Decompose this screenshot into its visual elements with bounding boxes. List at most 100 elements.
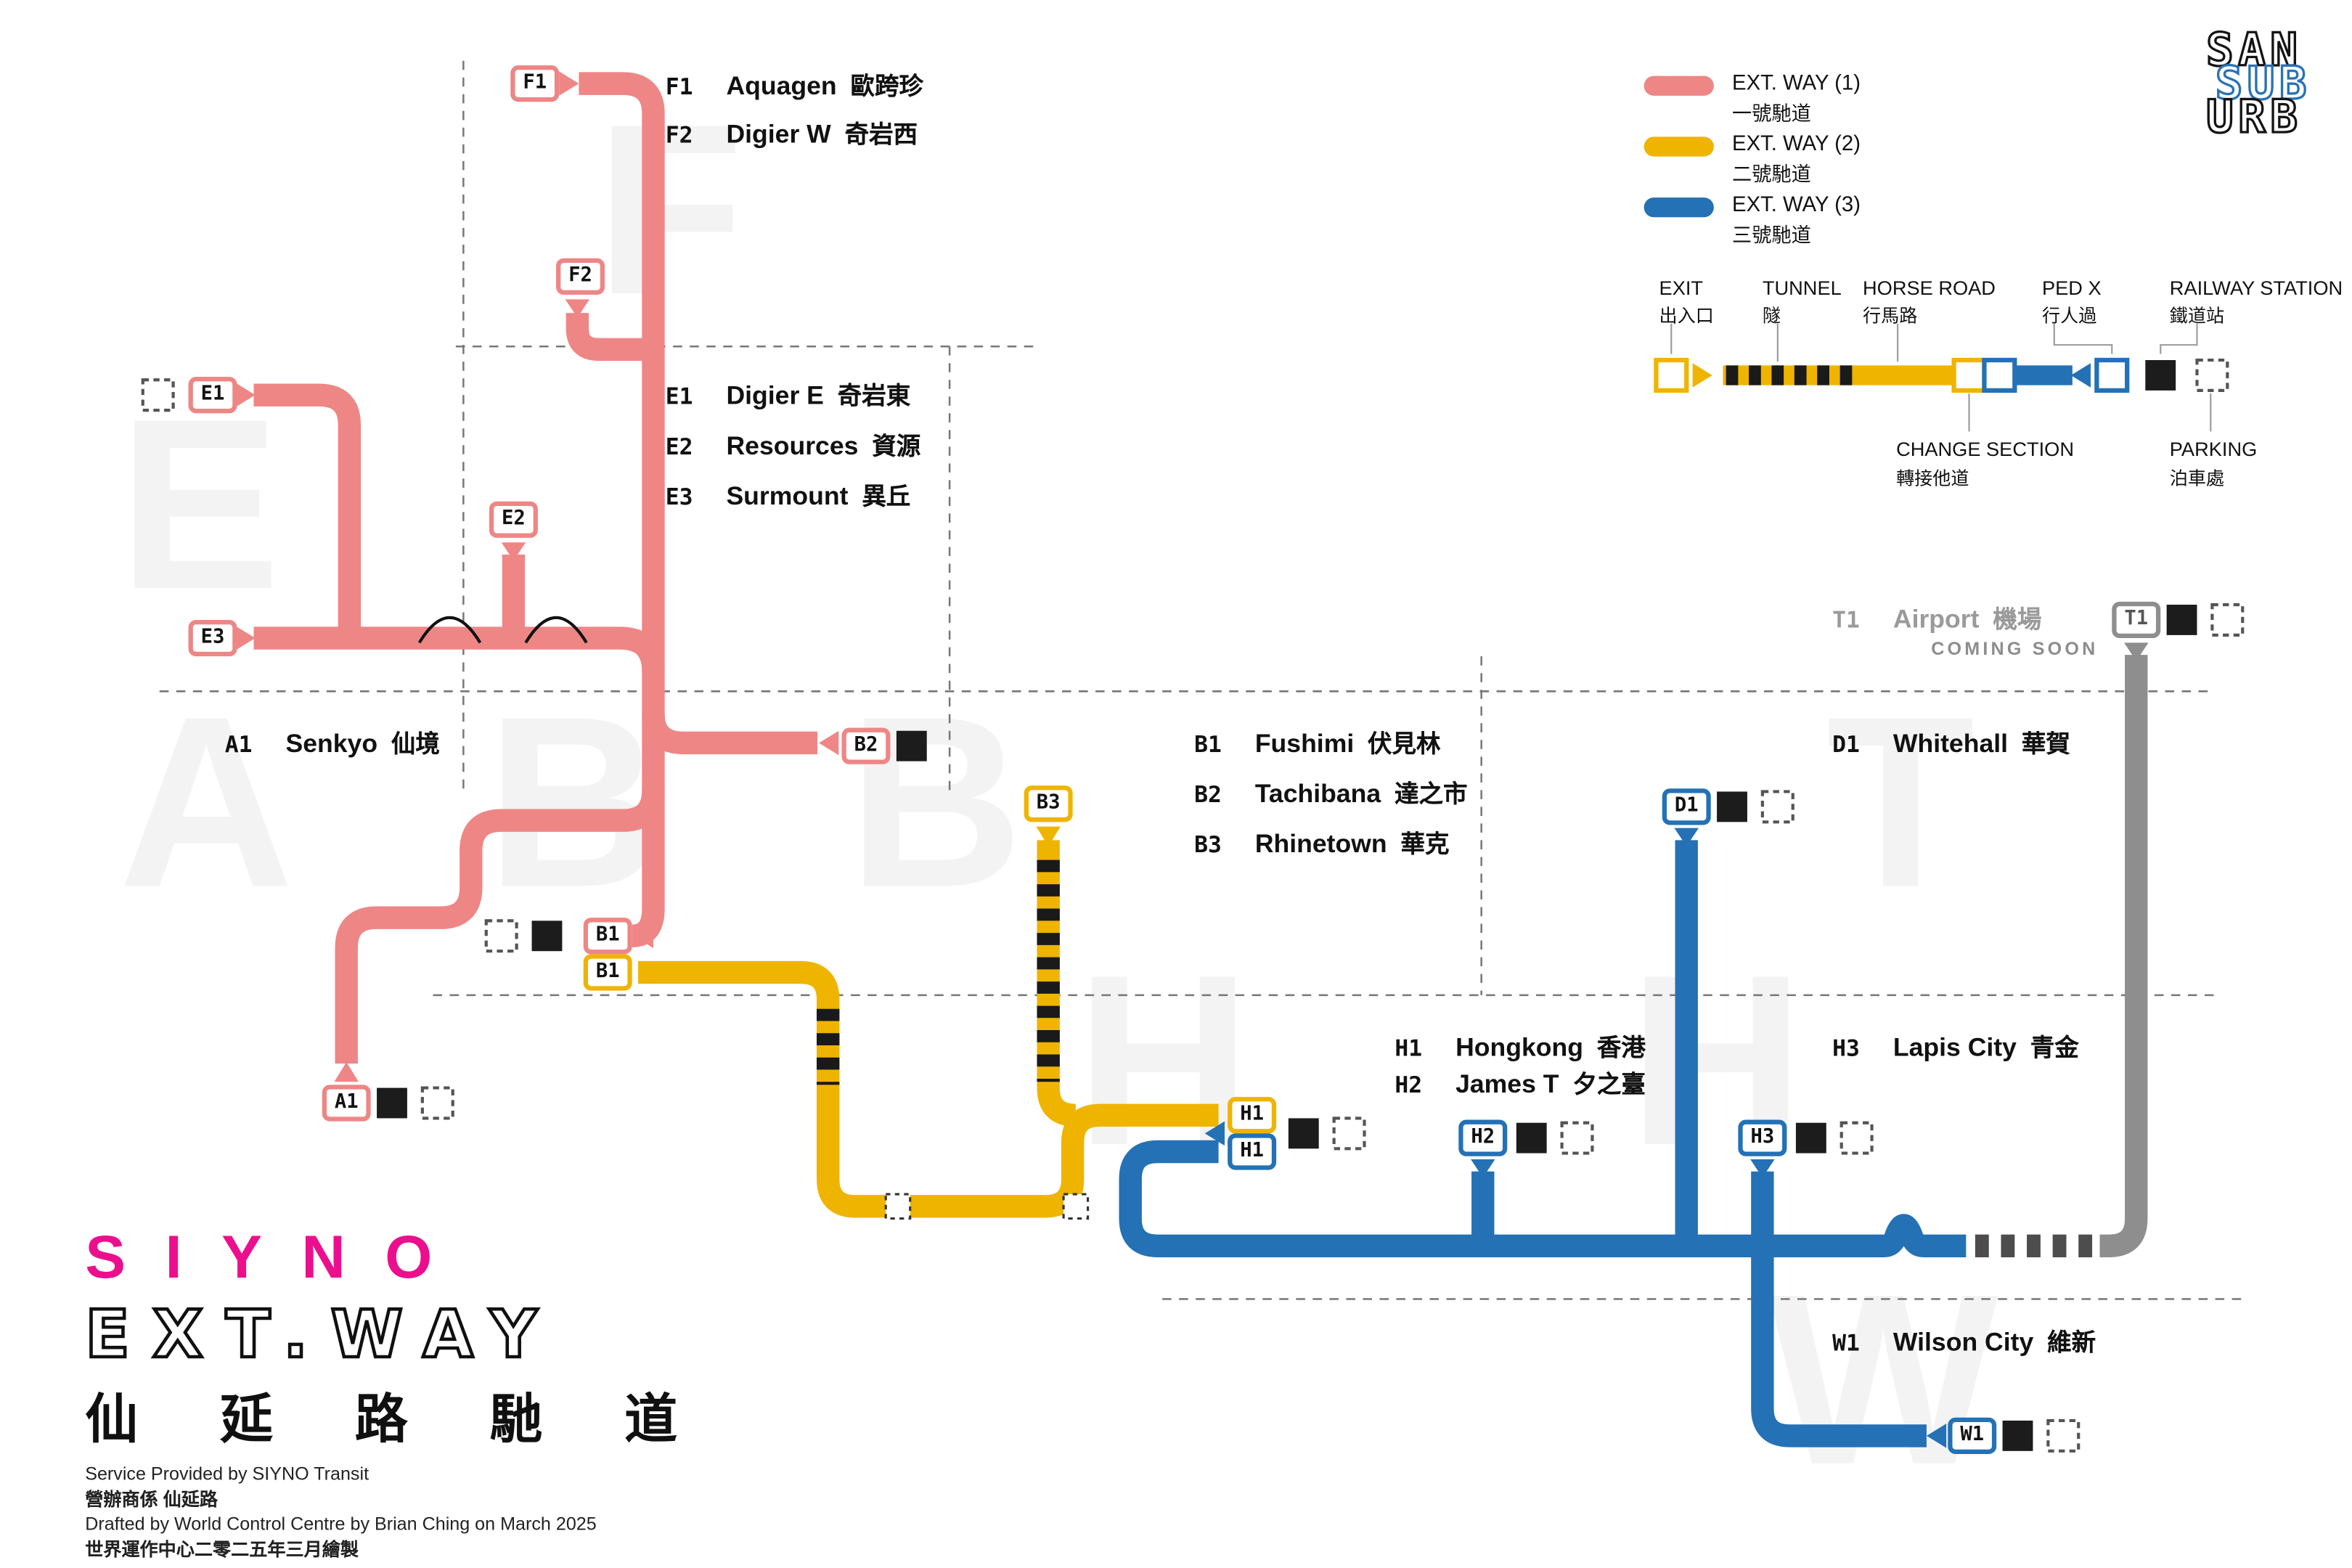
station-label-B2: B2 Tachibana 達之市 — [1194, 773, 1467, 809]
legend-horse-road-cjk: 行馬路 — [1863, 305, 1918, 327]
station-label-H1: H1 Hongkong 香港 — [1395, 1027, 1645, 1063]
railway-station-icon-T1 — [2166, 605, 2197, 635]
station-label-B3: B3 Rhinetown 華克 — [1194, 823, 1449, 859]
route-airport-coming-soon — [2099, 655, 2148, 1257]
station-name-cjk: 香港 — [1596, 1036, 1646, 1063]
arrow-W1-icon — [1926, 1424, 1947, 1448]
exit-box-F2: F2 — [556, 258, 605, 295]
legend-tunnel-label: TUNNEL — [1762, 276, 1842, 300]
legend-way1-label: EXT. WAY (1) — [1732, 70, 1861, 94]
station-label-D1: D1 Whitehall 華賀 — [1832, 723, 2070, 759]
arrow-A1-icon — [334, 1062, 359, 1082]
arrow-F2-icon — [565, 299, 590, 318]
station-name-cjk: 夕之臺 — [1572, 1072, 1646, 1099]
line-name-cjk-title: 仙 延 路 馳 道 — [85, 1390, 711, 1450]
exit-box-W1: W1 — [1948, 1417, 1997, 1455]
credit-line-3: Drafted by World Control Centre by Brian… — [85, 1513, 597, 1535]
exit-box-E2: E2 — [489, 501, 538, 538]
exit-box-A1: A1 — [322, 1085, 371, 1122]
parking-icon-T1 — [2210, 603, 2245, 637]
station-label-A1: A1 Senkyo 仙境 — [225, 723, 440, 759]
legend-railway-station-icon — [2145, 360, 2176, 391]
legend-parking-icon — [2195, 358, 2229, 392]
legend-swatch-way1 — [1643, 75, 1714, 96]
legend-way2-cjk: 二號馳道 — [1732, 162, 1811, 186]
extway3-main — [1119, 1140, 1967, 1257]
arrow-T1-icon — [2124, 642, 2149, 661]
station-name-cjk: 奇岩東 — [837, 384, 911, 411]
route-extway2 — [638, 840, 1219, 1218]
exit-box-H2: H2 — [1458, 1119, 1508, 1156]
station-label-H2: H2 James T 夕之臺 — [1395, 1063, 1645, 1100]
bridge-arc-icon — [417, 616, 482, 644]
parking-markers — [141, 358, 2245, 1453]
exit-box-H1-way2: H1 — [1228, 1097, 1277, 1134]
logo-row2: SUB — [2214, 57, 2311, 111]
exit-box-F1: F1 — [510, 65, 560, 102]
bridge-arc-icon — [524, 616, 588, 644]
credit-line-1: Service Provided by SIYNO Transit — [85, 1463, 369, 1485]
watermark-zone-B: B — [486, 665, 662, 938]
station-name-cjk: 青金 — [2030, 1036, 2079, 1063]
station-code: F2 — [665, 121, 693, 150]
station-code: B1 — [1194, 730, 1222, 759]
exit-box-H3: H3 — [1738, 1119, 1787, 1156]
extway2-b3-stem — [1037, 840, 1077, 1127]
parking-icon-H1 — [1332, 1116, 1366, 1151]
legend-exit-cjk: 出入口 — [1659, 305, 1714, 327]
arrow-E3-icon — [235, 626, 256, 650]
station-label-E2: E2 Resources 資源 — [666, 425, 921, 462]
station-name: Resources — [726, 431, 859, 461]
legend-parking-label: PARKING — [2169, 437, 2258, 461]
station-name: Digier E — [726, 381, 824, 411]
station-label-F2: F2 Digier W 奇岩西 — [666, 114, 918, 150]
railway-station-icon-B1 — [531, 920, 563, 952]
extway1-a1-branch — [335, 789, 665, 1064]
station-name-cjk: 資源 — [872, 434, 921, 461]
exit-box-D1: D1 — [1662, 788, 1711, 825]
parking-icon-D1 — [1760, 790, 1794, 824]
parking-icon-B1 — [484, 919, 518, 953]
station-code: B2 — [1194, 780, 1222, 809]
parking-icon-A1 — [420, 1086, 454, 1120]
watermark-zone-W: W — [1768, 1243, 1998, 1515]
route-extway3 — [1119, 840, 1967, 1447]
credits-block: Service Provided by SIYNO Transit 營辦商係 仙… — [85, 1461, 597, 1561]
station-name: Airport — [1892, 605, 1980, 634]
legend-railway-station-cjk: 鐵道站 — [2169, 305, 2225, 327]
station-label-E3: E3 Surmount 異丘 — [666, 475, 911, 512]
station-name-cjk: 歐跨珍 — [850, 74, 924, 101]
brand-title: SIYNO — [85, 1224, 472, 1292]
station-name: Rhinetown — [1254, 829, 1387, 859]
station-label-W1: W1 Wilson City 維新 — [1832, 1322, 2096, 1358]
sansuburb-logo: SAN SUB URB — [2205, 27, 2311, 142]
legend-railway-station-label: RAILWAY STATION — [2169, 276, 2343, 300]
station-code: E2 — [665, 433, 693, 461]
legend-way3-cjk: 三號馳道 — [1732, 223, 1811, 247]
railway-station-icon-H2 — [1516, 1122, 1547, 1153]
station-name: Whitehall — [1892, 729, 2009, 759]
station-name-cjk: 機場 — [1993, 608, 2042, 634]
legend-tunnel-cjk: 隧 — [1762, 305, 1781, 327]
arrow-F1-icon — [559, 71, 579, 96]
zone-grid — [159, 60, 2249, 1300]
underpass-marker — [884, 1193, 912, 1220]
station-code: A1 — [224, 730, 253, 759]
exit-box-H1-way3: H1 — [1228, 1133, 1277, 1170]
extway2-main — [638, 960, 1219, 1218]
legend-way3-label: EXT. WAY (3) — [1732, 191, 1861, 216]
exit-box-T1: T1 — [2112, 601, 2161, 639]
station-code: H2 — [1395, 1071, 1423, 1099]
station-name: Lapis City — [1892, 1033, 2017, 1063]
station-label-F1: F1 Aquagen 歐跨珍 — [666, 65, 923, 102]
route-extway1 — [253, 72, 818, 1064]
parking-icon-E1 — [141, 378, 175, 412]
arrow-E2-icon — [501, 542, 526, 561]
watermark-zone-E: E — [118, 367, 281, 640]
legend-way1-cjk: 一號馳道 — [1732, 102, 1811, 125]
watermark-zone-A: A — [118, 665, 295, 938]
legend-change-section-label: CHANGE SECTION — [1896, 437, 2074, 461]
station-name: James T — [1455, 1069, 1559, 1099]
credit-line-4: 世界運作中心二零二五年三月繪製 — [85, 1538, 359, 1560]
